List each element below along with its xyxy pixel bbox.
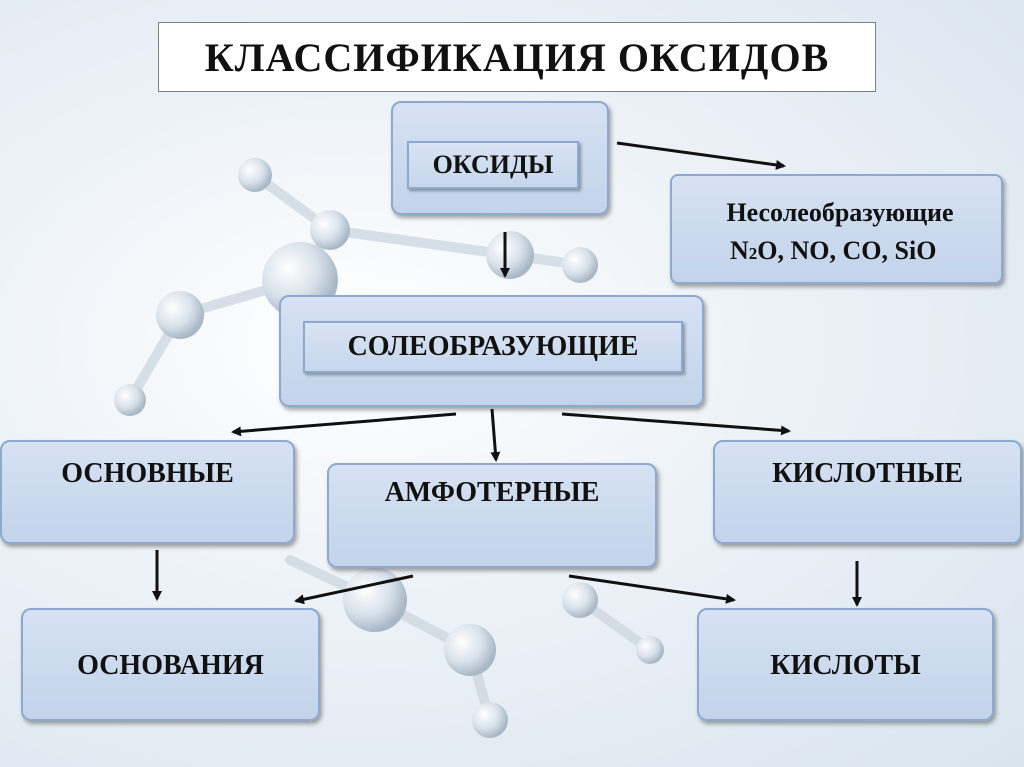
formula-subscript: 2 xyxy=(748,244,758,263)
acidic-oxides-label: КИСЛОТНЫЕ xyxy=(772,458,963,489)
non-salt-forming-node: Несолеобразующие N2O, NO, CO, SiO xyxy=(670,174,1003,284)
amphoteric-oxides-label: АМФОТЕРНЫЕ xyxy=(384,477,600,508)
acids-label: КИСЛОТЫ xyxy=(770,650,921,681)
salt-forming-node: СОЛЕОБРАЗУЮЩИЕ xyxy=(279,295,704,407)
oxides-node: ОКСИДЫ xyxy=(391,101,609,215)
formula-n: N xyxy=(730,236,749,265)
basic-oxides-label: ОСНОВНЫЕ xyxy=(61,458,234,489)
acidic-oxides-node: КИСЛОТНЫЕ xyxy=(713,440,1022,544)
acids-node: КИСЛОТЫ xyxy=(697,608,994,721)
oxides-label: ОКСИДЫ xyxy=(407,141,579,189)
formula-rest: O, NO, CO, SiO xyxy=(757,236,937,265)
page-title: КЛАССИФИКАЦИЯ ОКСИДОВ xyxy=(158,22,876,92)
basic-oxides-node: ОСНОВНЫЕ xyxy=(0,440,295,544)
non-salt-forming-formulas: N2O, NO, CO, SiO xyxy=(730,236,992,266)
amphoteric-oxides-node: АМФОТЕРНЫЕ xyxy=(327,463,657,568)
non-salt-forming-label: Несолеобразующие xyxy=(726,198,954,227)
bases-label: ОСНОВАНИЯ xyxy=(77,650,264,681)
salt-forming-label: СОЛЕОБРАЗУЮЩИЕ xyxy=(303,321,683,373)
bases-node: ОСНОВАНИЯ xyxy=(21,608,320,721)
